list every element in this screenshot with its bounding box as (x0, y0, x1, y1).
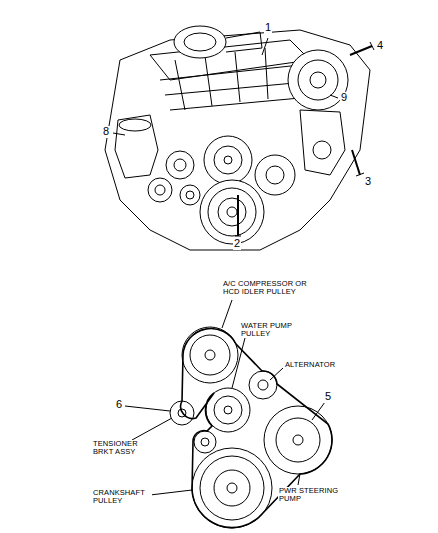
callout-number: 2 (233, 238, 241, 250)
part-label: CRANKSHAFT PULLEY (92, 489, 152, 505)
callout-number: 3 (364, 176, 372, 188)
callout-number: 5 (324, 391, 332, 403)
callout-number: 1 (264, 22, 272, 34)
callout-number: 9 (340, 92, 348, 104)
part-label: A/C COMPRESSOR OR HCD IDLER PULLEY (222, 280, 320, 296)
callout-number: 8 (102, 126, 110, 138)
part-label: WATER PUMP PULLEY (240, 322, 302, 338)
callout-number: 4 (376, 40, 384, 52)
part-label: ALTERNATOR (284, 361, 336, 369)
part-label: TENSIONER BRKT ASSY (92, 440, 142, 456)
callout-number: 6 (115, 399, 123, 411)
part-label: PWR STEERING PUMP (278, 487, 344, 503)
